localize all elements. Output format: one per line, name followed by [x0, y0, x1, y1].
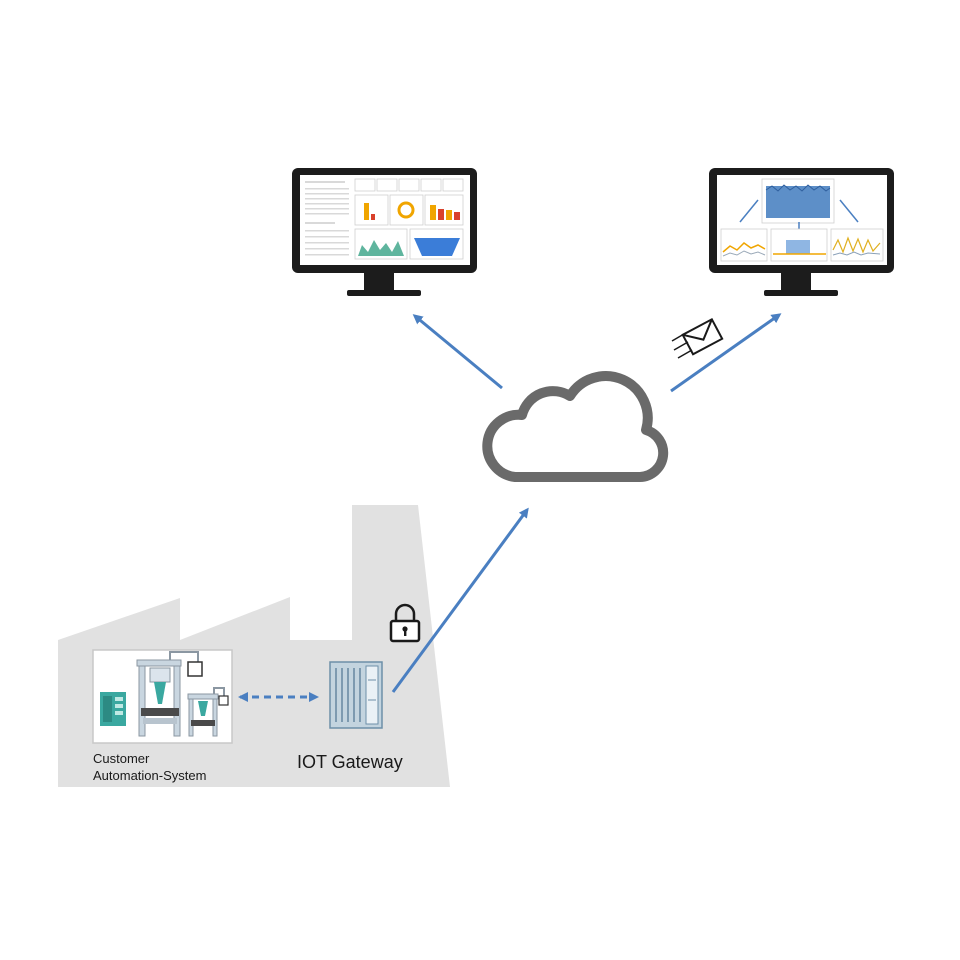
cloud-to-analytics-arrow — [670, 313, 782, 393]
envelope-icon — [671, 317, 724, 359]
dashboard-monitor — [292, 168, 477, 296]
automation-system-label-line1: Customer — [93, 751, 150, 766]
automation-system-label: Customer Automation-System — [93, 750, 206, 784]
cloud-icon — [482, 371, 669, 482]
automation-system-label-line2: Automation-System — [93, 768, 207, 783]
cloud-to-dashboard-arrow — [412, 314, 503, 390]
analytics-monitor — [709, 168, 894, 296]
factory-icon — [58, 505, 450, 787]
automation-system-image — [92, 649, 233, 744]
gateway-icon — [329, 661, 383, 729]
gateway-to-cloud-arrow — [391, 507, 529, 693]
gateway-label: IOT Gateway — [297, 752, 403, 772]
lock-icon — [389, 603, 421, 643]
